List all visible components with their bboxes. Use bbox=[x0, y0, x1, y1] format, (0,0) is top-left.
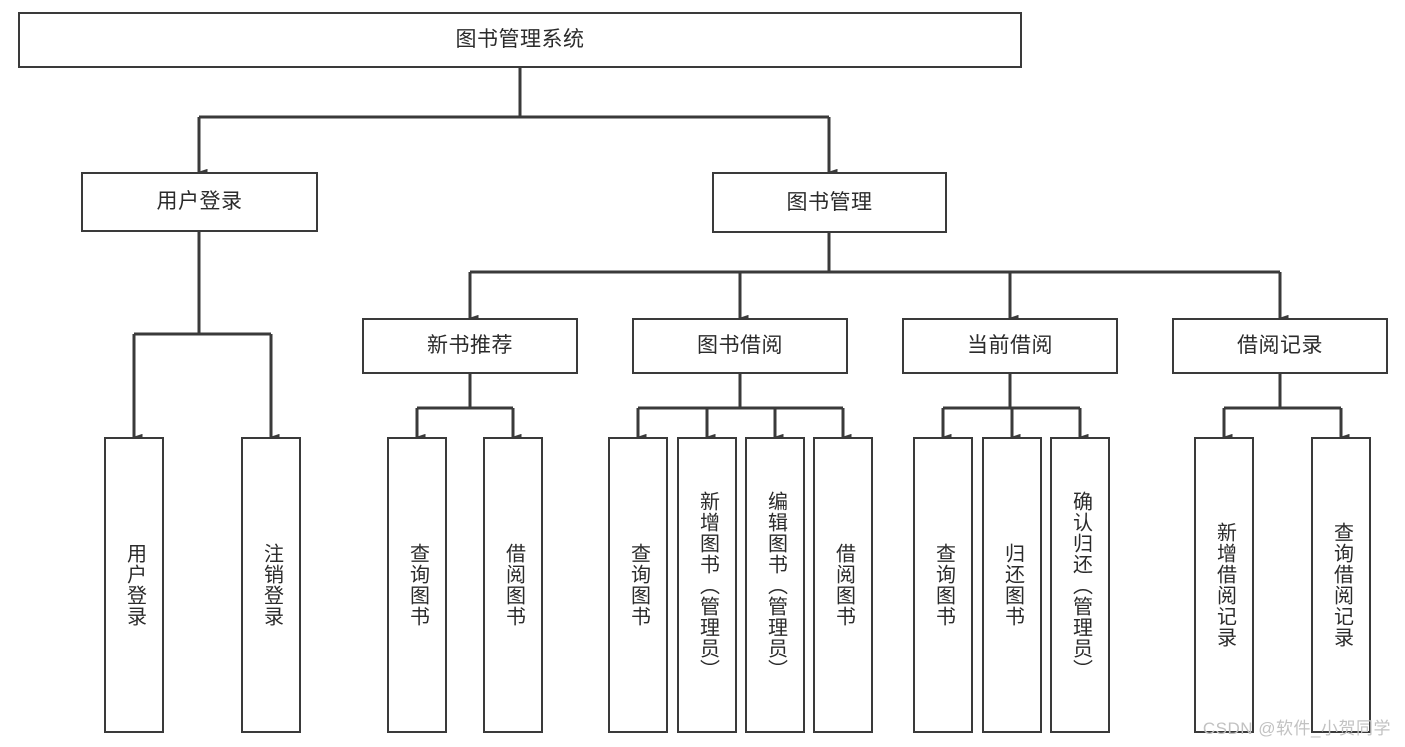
node-book-manage[interactable]: 图书管理 bbox=[712, 172, 947, 233]
node-leaf-query-book-2[interactable]: 查询图书 bbox=[608, 437, 668, 733]
node-user-login[interactable]: 用户登录 bbox=[81, 172, 318, 232]
node-new-book-recommend[interactable]: 新书推荐 bbox=[362, 318, 578, 374]
node-leaf-query-book-3[interactable]: 查询图书 bbox=[913, 437, 973, 733]
node-label: 注销登录 bbox=[260, 543, 283, 627]
node-label: 确认归还（管理员） bbox=[1069, 490, 1092, 680]
node-label: 查询图书 bbox=[932, 543, 955, 627]
node-label: 查询图书 bbox=[406, 543, 429, 627]
node-label: 图书管理 bbox=[786, 190, 873, 214]
node-leaf-add-record[interactable]: 新增借阅记录 bbox=[1194, 437, 1254, 733]
node-leaf-return-book[interactable]: 归还图书 bbox=[982, 437, 1042, 733]
node-label: 新增借阅记录 bbox=[1213, 522, 1236, 648]
node-label: 新书推荐 bbox=[427, 334, 513, 358]
node-label: 归还图书 bbox=[1001, 543, 1024, 627]
node-book-borrow[interactable]: 图书借阅 bbox=[632, 318, 848, 374]
connector-lines bbox=[132, 68, 1350, 441]
node-label: 编辑图书（管理员） bbox=[764, 490, 787, 680]
node-leaf-query-book-1[interactable]: 查询图书 bbox=[387, 437, 447, 733]
node-root[interactable]: 图书管理系统 bbox=[18, 12, 1022, 68]
node-label: 用户登录 bbox=[123, 543, 146, 627]
node-label: 借阅图书 bbox=[832, 543, 855, 627]
node-leaf-borrow-book-2[interactable]: 借阅图书 bbox=[813, 437, 873, 733]
node-borrow-record[interactable]: 借阅记录 bbox=[1172, 318, 1388, 374]
node-leaf-logout[interactable]: 注销登录 bbox=[241, 437, 301, 733]
node-current-borrow[interactable]: 当前借阅 bbox=[902, 318, 1118, 374]
node-label: 查询借阅记录 bbox=[1330, 522, 1353, 648]
node-label: 借阅图书 bbox=[502, 543, 525, 627]
node-leaf-edit-book[interactable]: 编辑图书（管理员） bbox=[745, 437, 805, 733]
node-label: 新增图书（管理员） bbox=[696, 490, 719, 680]
node-label: 用户登录 bbox=[156, 190, 243, 214]
node-leaf-user-login[interactable]: 用户登录 bbox=[104, 437, 164, 733]
node-label: 当前借阅 bbox=[967, 334, 1053, 358]
node-leaf-confirm-return[interactable]: 确认归还（管理员） bbox=[1050, 437, 1110, 733]
node-label: 借阅记录 bbox=[1237, 334, 1323, 358]
node-leaf-borrow-book-1[interactable]: 借阅图书 bbox=[483, 437, 543, 733]
node-leaf-add-book[interactable]: 新增图书（管理员） bbox=[677, 437, 737, 733]
node-label: 查询图书 bbox=[627, 543, 650, 627]
node-leaf-query-record[interactable]: 查询借阅记录 bbox=[1311, 437, 1371, 733]
node-label: 图书借阅 bbox=[697, 334, 783, 358]
node-label: 图书管理系统 bbox=[455, 28, 585, 52]
